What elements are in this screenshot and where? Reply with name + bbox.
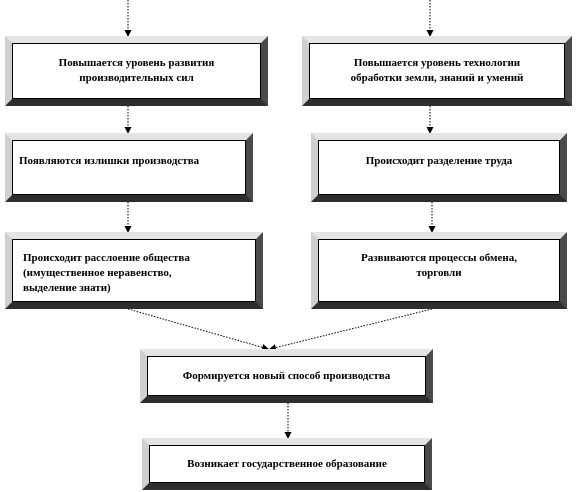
box-productive-forces: Повышается уровень развития производител… — [5, 36, 268, 106]
box-state-formation-text: Возникает государственное образование — [187, 457, 387, 470]
box-social-stratification: Происходит расслоение общества (имуществ… — [5, 232, 263, 309]
box-social-stratification-text: Происходит расслоение общества (имуществ… — [23, 252, 190, 294]
box-trade-processes-text: Развиваются процессы обмена, торговли — [361, 252, 517, 279]
box-new-production-mode-text: Формируется новый способ производства — [182, 369, 391, 382]
box-production-surplus-text: Появляются излишки производства — [19, 155, 200, 167]
box-division-of-labour: Происходит разделение труда — [311, 133, 567, 202]
box-state-formation: Возникает государственное образование — [142, 438, 432, 490]
box-production-surplus: Появляются излишки производства — [5, 133, 253, 202]
box-productive-forces-text: Повышается уровень развития производител… — [58, 57, 215, 84]
arrow-r3-c1 — [269, 308, 433, 351]
arrow-l3-c1 — [127, 308, 269, 351]
box-technology-level-text: Повышается уровень технологии обработки … — [350, 57, 524, 84]
box-trade-processes: Развиваются процессы обмена, торговли — [311, 232, 567, 309]
box-new-production-mode: Формируется новый способ производства — [140, 349, 433, 403]
box-technology-level: Повышается уровень технологии обработки … — [302, 36, 572, 106]
box-division-of-labour-text: Происходит разделение труда — [365, 155, 513, 167]
